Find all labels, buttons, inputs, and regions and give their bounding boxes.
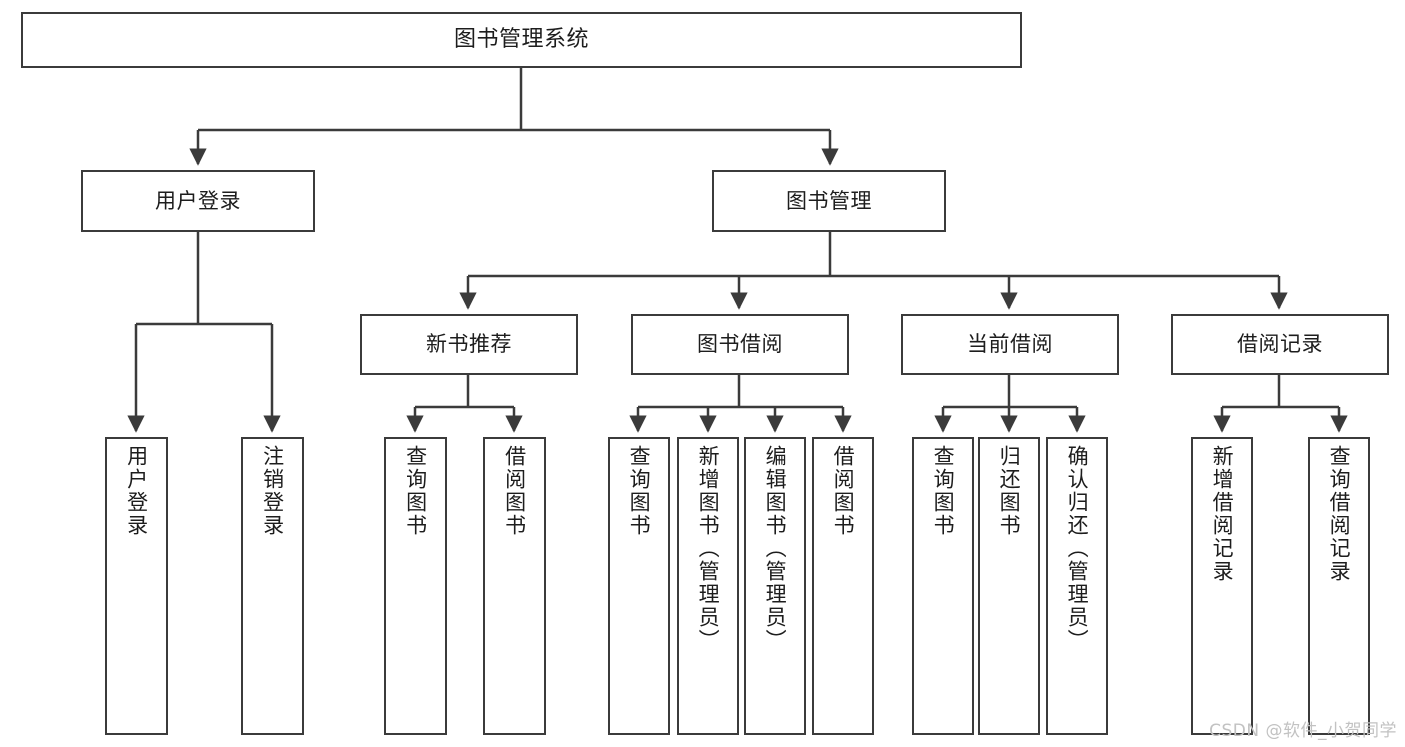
node-root[interactable]: 图书管理系统	[21, 12, 1022, 68]
node-current-borrow-label: 当前借阅	[967, 332, 1053, 357]
node-book-borrow[interactable]: 图书借阅	[631, 314, 849, 375]
leaf-query-book-current-label: 查询图书	[931, 445, 956, 537]
node-current-borrow[interactable]: 当前借阅	[901, 314, 1119, 375]
leaf-logout[interactable]: 注销登录	[241, 437, 304, 735]
leaf-user-login[interactable]: 用户登录	[105, 437, 168, 735]
leaf-add-book-admin-label: 新增图书（管理员）	[696, 445, 721, 652]
leaf-query-borrow-record-label: 查询借阅记录	[1327, 445, 1352, 583]
leaf-user-login-label: 用户登录	[124, 445, 149, 537]
leaf-edit-book-admin[interactable]: 编辑图书（管理员）	[744, 437, 806, 735]
leaf-add-borrow-record-label: 新增借阅记录	[1210, 445, 1235, 583]
leaf-add-borrow-record[interactable]: 新增借阅记录	[1191, 437, 1253, 735]
leaf-borrow-book-recommend[interactable]: 借阅图书	[483, 437, 546, 735]
leaf-query-book-recommend-label: 查询图书	[403, 445, 428, 537]
node-new-book-recommend-label: 新书推荐	[426, 332, 512, 357]
node-book-management-label: 图书管理	[786, 188, 872, 213]
node-root-label: 图书管理系统	[453, 27, 589, 53]
node-book-borrow-label: 图书借阅	[697, 332, 783, 357]
leaf-query-book-borrow[interactable]: 查询图书	[608, 437, 670, 735]
leaf-add-book-admin[interactable]: 新增图书（管理员）	[677, 437, 739, 735]
leaf-confirm-return-admin[interactable]: 确认归还（管理员）	[1046, 437, 1108, 735]
node-book-management[interactable]: 图书管理	[712, 170, 946, 232]
node-new-book-recommend[interactable]: 新书推荐	[360, 314, 578, 375]
leaf-borrow-book-recommend-label: 借阅图书	[502, 445, 527, 537]
leaf-borrow-book[interactable]: 借阅图书	[812, 437, 874, 735]
leaf-query-borrow-record[interactable]: 查询借阅记录	[1308, 437, 1370, 735]
leaf-logout-label: 注销登录	[260, 445, 285, 537]
leaf-query-book-recommend[interactable]: 查询图书	[384, 437, 447, 735]
watermark-text: CSDN @软件_小贺同学	[1209, 721, 1397, 741]
leaf-query-book-borrow-label: 查询图书	[627, 445, 652, 537]
leaf-borrow-book-label: 借阅图书	[831, 445, 856, 537]
leaf-return-book[interactable]: 归还图书	[978, 437, 1040, 735]
leaf-return-book-label: 归还图书	[997, 445, 1022, 537]
leaf-query-book-current[interactable]: 查询图书	[912, 437, 974, 735]
leaf-confirm-return-admin-label: 确认归还（管理员）	[1065, 445, 1090, 652]
leaf-edit-book-admin-label: 编辑图书（管理员）	[763, 445, 788, 652]
node-user-login-label: 用户登录	[155, 188, 241, 213]
node-borrow-record-label: 借阅记录	[1237, 332, 1323, 357]
node-borrow-record[interactable]: 借阅记录	[1171, 314, 1389, 375]
node-user-login[interactable]: 用户登录	[81, 170, 315, 232]
